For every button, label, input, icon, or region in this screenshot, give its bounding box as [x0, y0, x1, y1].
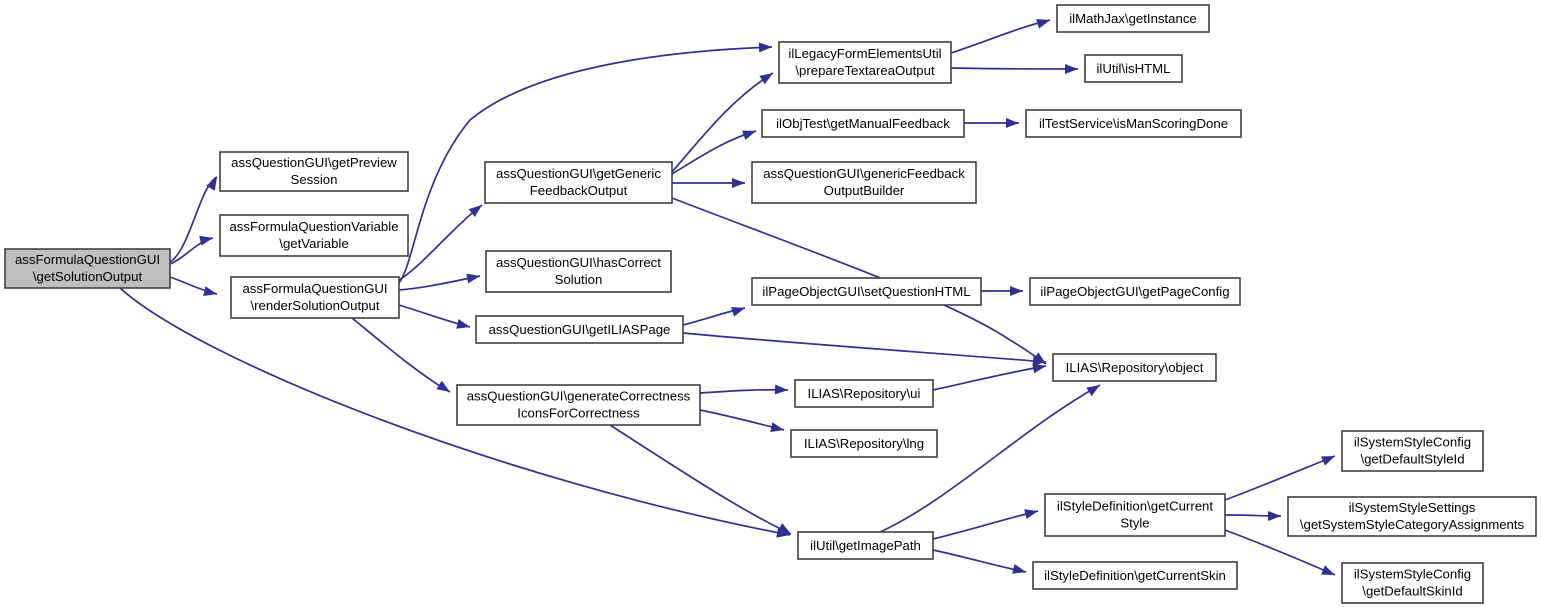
- call-edge: [1224, 455, 1336, 501]
- edge-arrowhead: [758, 42, 772, 53]
- arrowheads-layer: [199, 19, 1335, 575]
- edge-arrowhead: [468, 205, 482, 217]
- edge-arrowhead: [1024, 509, 1038, 519]
- edge-arrowhead: [742, 130, 756, 140]
- node-box[interactable]: [751, 161, 977, 204]
- graph-node[interactable]: assFormulaQuestionGUI\renderSolutionOutp…: [230, 276, 400, 319]
- call-edge: [398, 46, 773, 284]
- call-edge: [932, 510, 1039, 540]
- call-edge: [950, 67, 1079, 70]
- graph-node[interactable]: ILIAS\Repository\ui: [794, 379, 934, 408]
- graph-node[interactable]: ilObjTest\getManualFeedback: [761, 109, 965, 138]
- node-box-root[interactable]: [4, 248, 171, 289]
- graph-node[interactable]: ilStyleDefinition\getCurrentSkin: [1032, 561, 1238, 590]
- graph-node[interactable]: ILIAS\Repository\object: [1052, 353, 1217, 382]
- node-box[interactable]: [230, 276, 400, 319]
- edge-arrowhead: [759, 73, 773, 85]
- graph-node[interactable]: assFormulaQuestionGUI\getSolutionOutput: [4, 248, 171, 289]
- graph-node[interactable]: ilUtil\isHTML: [1084, 54, 1183, 83]
- node-box[interactable]: [1341, 430, 1484, 472]
- node-box[interactable]: [1287, 496, 1537, 537]
- node-box[interactable]: [1029, 277, 1241, 306]
- call-edge: [932, 365, 1047, 391]
- edge-arrowhead: [774, 384, 788, 395]
- call-edge: [950, 19, 1051, 54]
- graph-node[interactable]: assQuestionGUI\generateCorrectnessIconsF…: [456, 384, 701, 426]
- call-edge: [699, 388, 789, 394]
- node-box[interactable]: [1052, 353, 1217, 382]
- edge-arrowhead: [203, 286, 217, 296]
- node-box[interactable]: [475, 315, 684, 344]
- node-box[interactable]: [1341, 562, 1484, 604]
- node-box[interactable]: [1044, 493, 1226, 537]
- node-box[interactable]: [1056, 4, 1210, 33]
- edge-arrowhead: [770, 422, 784, 432]
- edge-arrowhead: [1006, 118, 1019, 128]
- edge-arrowhead: [1321, 565, 1335, 575]
- node-box[interactable]: [778, 41, 952, 84]
- node-box[interactable]: [751, 277, 982, 306]
- call-edge: [671, 197, 1047, 365]
- call-edge: [351, 317, 451, 393]
- node-box[interactable]: [797, 531, 934, 560]
- edge-arrowhead: [466, 273, 480, 284]
- node-box[interactable]: [794, 379, 934, 408]
- edge-arrowhead: [1065, 64, 1078, 74]
- node-box[interactable]: [790, 429, 938, 458]
- graph-node[interactable]: assFormulaQuestionVariable\getVariable: [219, 214, 409, 257]
- graph-node[interactable]: ilLegacyFormElementsUtil\prepareTextarea…: [778, 41, 952, 84]
- node-box[interactable]: [1025, 109, 1242, 138]
- edge-arrowhead: [1032, 363, 1046, 374]
- node-box[interactable]: [761, 109, 965, 138]
- edge-arrowhead: [777, 523, 791, 534]
- node-box[interactable]: [484, 161, 673, 204]
- node-box[interactable]: [1032, 561, 1238, 590]
- call-edge: [682, 332, 1047, 363]
- call-edge: [671, 130, 757, 175]
- node-box[interactable]: [485, 250, 672, 293]
- edge-arrowhead: [1036, 19, 1050, 29]
- node-box[interactable]: [219, 214, 409, 257]
- edge-arrowhead: [1268, 511, 1281, 521]
- edge-arrowhead: [1086, 385, 1100, 397]
- edge-arrowhead: [732, 178, 745, 188]
- call-edge: [119, 287, 791, 536]
- edge-arrowhead: [1010, 286, 1023, 296]
- graph-node[interactable]: ilUtil\getImagePath: [797, 531, 934, 560]
- edge-arrowhead: [206, 177, 217, 191]
- edge-arrowhead: [1032, 355, 1046, 366]
- call-edge: [879, 384, 1101, 533]
- graph-node[interactable]: assQuestionGUI\genericFeedbackOutputBuil…: [751, 161, 977, 204]
- call-edge: [609, 424, 792, 535]
- graph-node[interactable]: ilSystemStyleConfig\getDefaultStyleId: [1341, 430, 1484, 472]
- call-edge: [671, 72, 774, 173]
- call-edge: [932, 549, 1027, 573]
- graph-node[interactable]: ILIAS\Repository\lng: [790, 429, 938, 458]
- graph-node[interactable]: ilSystemStyleSettings\getSystemStyleCate…: [1287, 496, 1537, 537]
- edge-arrowhead: [199, 235, 213, 246]
- graph-node[interactable]: ilPageObjectGUI\setQuestionHTML: [751, 277, 982, 306]
- edge-arrowhead: [1321, 456, 1335, 466]
- edge-arrowhead: [1012, 564, 1026, 574]
- graph-node[interactable]: ilTestService\isManScoringDone: [1025, 109, 1242, 138]
- node-box[interactable]: [456, 384, 701, 426]
- graph-node[interactable]: ilPageObjectGUI\getPageConfig: [1029, 277, 1241, 306]
- node-box[interactable]: [219, 151, 409, 192]
- call-edge: [398, 204, 483, 281]
- node-box[interactable]: [1084, 54, 1183, 83]
- graph-node[interactable]: ilSystemStyleConfig\getDefaultSkinId: [1341, 562, 1484, 604]
- edge-arrowhead: [456, 319, 470, 329]
- edge-arrowhead: [731, 307, 745, 317]
- graph-node[interactable]: ilMathJax\getInstance: [1056, 4, 1210, 33]
- graph-node[interactable]: assQuestionGUI\getILIASPage: [475, 315, 684, 344]
- nodes-layer: assFormulaQuestionGUI\getSolutionOutput a…: [4, 4, 1537, 604]
- edge-arrowhead: [436, 380, 450, 392]
